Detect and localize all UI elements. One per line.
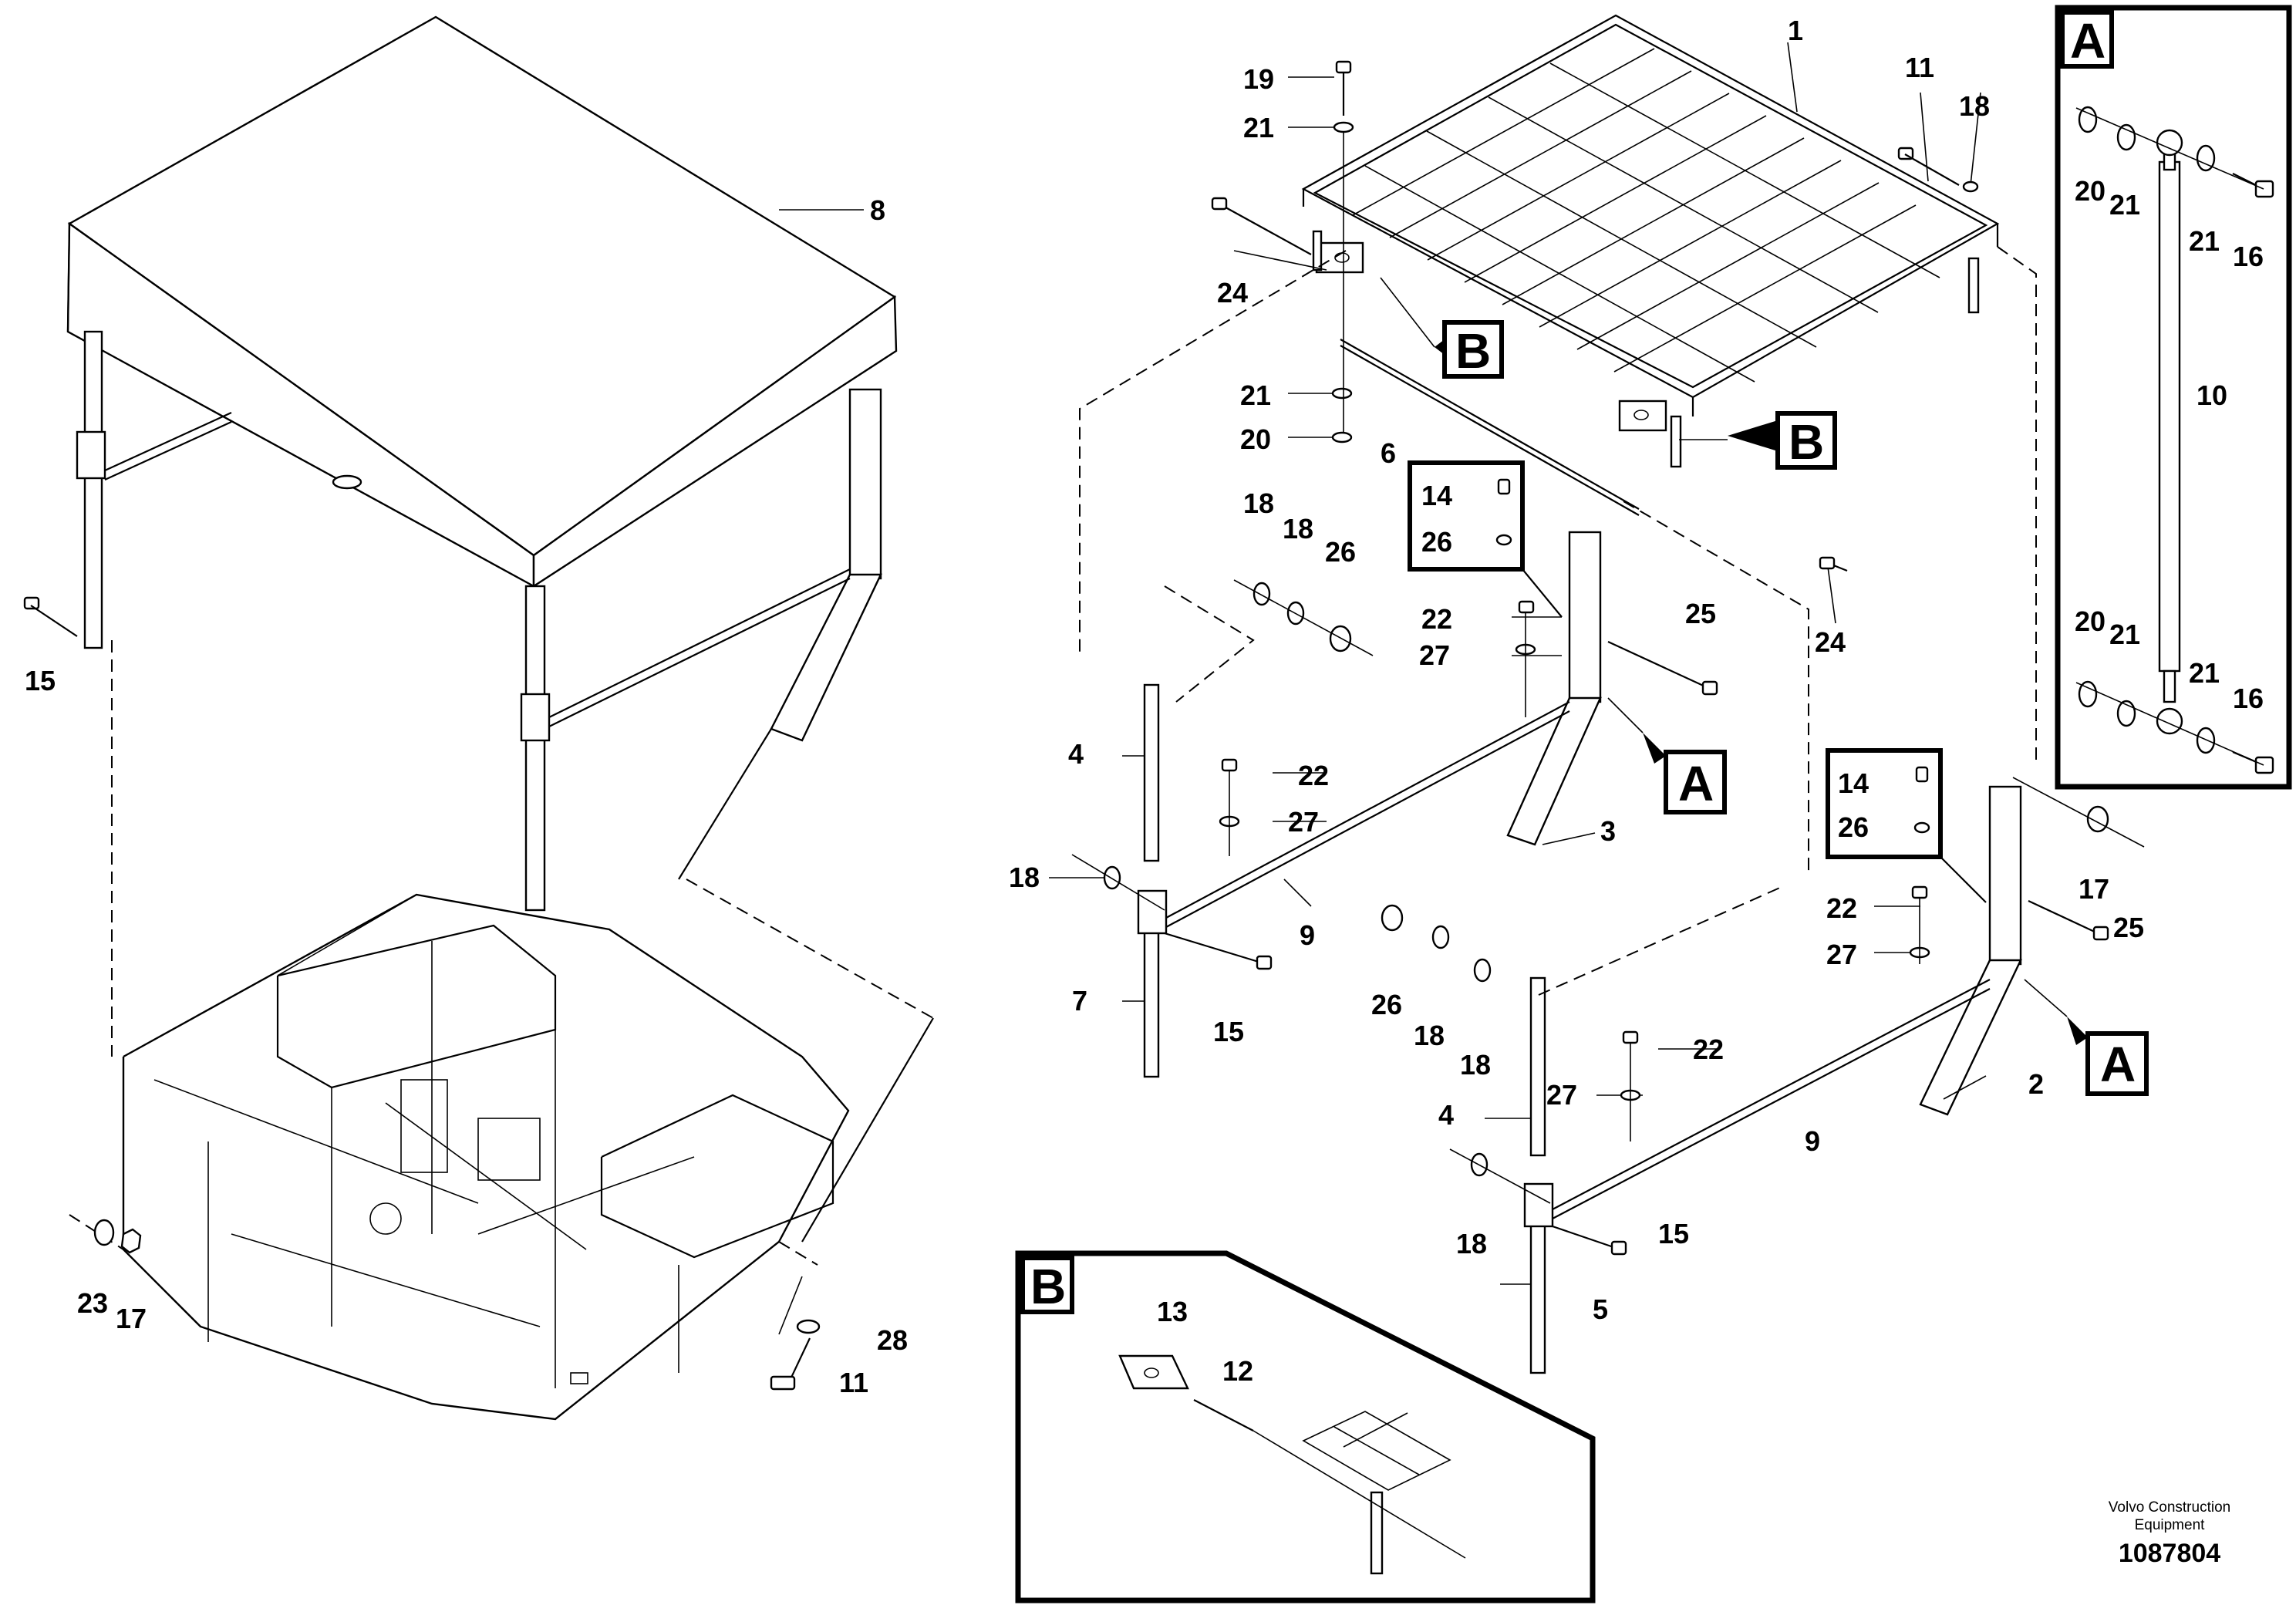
callout-letters: A B B B A A <box>1030 13 2136 1314</box>
ref-a-letter: A <box>2100 1037 2136 1092</box>
label-6: 6 <box>1381 437 1396 469</box>
label-18: 18 <box>1414 1020 1445 1051</box>
label-21: 21 <box>1243 112 1274 143</box>
assembly-guides <box>69 246 2037 1335</box>
label-21: 21 <box>1240 379 1271 411</box>
label-27: 27 <box>1826 939 1857 970</box>
label-18: 18 <box>1243 487 1274 519</box>
label-11: 11 <box>1905 52 1934 83</box>
callout-boxes <box>1380 277 2149 1096</box>
detail-a-letter: A <box>2070 13 2106 69</box>
label-27: 27 <box>1546 1079 1577 1111</box>
label-16: 16 <box>2233 683 2264 714</box>
brand-line-1: Volvo Construction <box>2109 1499 2230 1516</box>
label-20: 20 <box>2075 175 2106 207</box>
label-14: 14 <box>1838 767 1869 799</box>
label-28: 28 <box>877 1324 908 1356</box>
label-26: 26 <box>1371 989 1402 1020</box>
brand-line-2: Equipment <box>2135 1517 2206 1533</box>
label-9: 9 <box>1805 1125 1820 1157</box>
fasteners <box>23 60 2145 1391</box>
label-4: 4 <box>1068 738 1084 770</box>
label-8: 8 <box>870 194 885 226</box>
rod-6 <box>1340 339 1640 510</box>
label-27: 27 <box>1419 639 1450 671</box>
label-5: 5 <box>1593 1293 1608 1325</box>
ref-b-letter: B <box>1789 414 1824 470</box>
ref-a-letter: A <box>1678 756 1714 811</box>
label-14: 14 <box>1421 480 1452 511</box>
label-21: 21 <box>2189 225 2220 257</box>
label-18: 18 <box>1283 513 1313 545</box>
label-22: 22 <box>1421 603 1452 635</box>
label-9: 9 <box>1300 919 1315 951</box>
label-15: 15 <box>1658 1218 1689 1249</box>
label-21: 21 <box>2189 657 2220 689</box>
label-24: 24 <box>1217 277 1248 309</box>
label-20: 20 <box>2075 605 2106 637</box>
label-20: 20 <box>1240 423 1271 455</box>
label-1: 1 <box>1788 15 1803 46</box>
label-16: 16 <box>2233 241 2264 272</box>
label-15: 15 <box>1213 1016 1244 1047</box>
label-21: 21 <box>2109 619 2140 650</box>
label-17: 17 <box>116 1303 147 1334</box>
drawing-footer: Volvo Construction Equipment 1087804 <box>2109 1499 2230 1568</box>
label-4: 4 <box>1438 1099 1454 1131</box>
drawing-number: 1087804 <box>2119 1539 2220 1568</box>
label-26: 26 <box>1325 536 1356 568</box>
label-21: 21 <box>2109 189 2140 221</box>
label-24: 24 <box>1815 626 1846 658</box>
label-13: 13 <box>1157 1296 1188 1327</box>
label-18: 18 <box>1460 1049 1491 1081</box>
label-25: 25 <box>2113 912 2144 943</box>
label-3: 3 <box>1600 815 1616 847</box>
label-17: 17 <box>2079 873 2109 905</box>
label-22: 22 <box>1693 1034 1724 1065</box>
left-post-assembly <box>1137 531 1602 1078</box>
label-19: 19 <box>1243 63 1274 95</box>
label-23: 23 <box>77 1287 108 1319</box>
label-27: 27 <box>1288 806 1319 838</box>
part-labels: 1 2 3 4 4 5 6 7 8 9 9 10 11 11 12 13 14 … <box>25 15 2264 1398</box>
label-7: 7 <box>1072 985 1087 1017</box>
right-post-assembly <box>1523 785 2022 1374</box>
canopy-assembly <box>66 15 898 912</box>
detail-a-panel <box>2055 5 2292 790</box>
label-26: 26 <box>1421 526 1452 558</box>
detail-b-panel <box>1015 1250 1596 1603</box>
label-10: 10 <box>2197 379 2227 411</box>
label-2: 2 <box>2028 1068 2044 1100</box>
label-18: 18 <box>1959 90 1990 122</box>
label-15: 15 <box>25 665 56 696</box>
label-18: 18 <box>1456 1228 1487 1259</box>
label-26: 26 <box>1838 811 1869 843</box>
label-22: 22 <box>1826 892 1857 924</box>
roof-grid-assembly <box>1301 14 2000 468</box>
machine-frame <box>122 893 850 1421</box>
label-11: 11 <box>839 1367 868 1398</box>
label-25: 25 <box>1685 598 1716 629</box>
label-18: 18 <box>1009 862 1040 893</box>
detail-b-letter: B <box>1030 1259 1066 1314</box>
label-22: 22 <box>1298 760 1329 791</box>
label-12: 12 <box>1222 1355 1253 1387</box>
ref-b-letter: B <box>1455 323 1491 379</box>
